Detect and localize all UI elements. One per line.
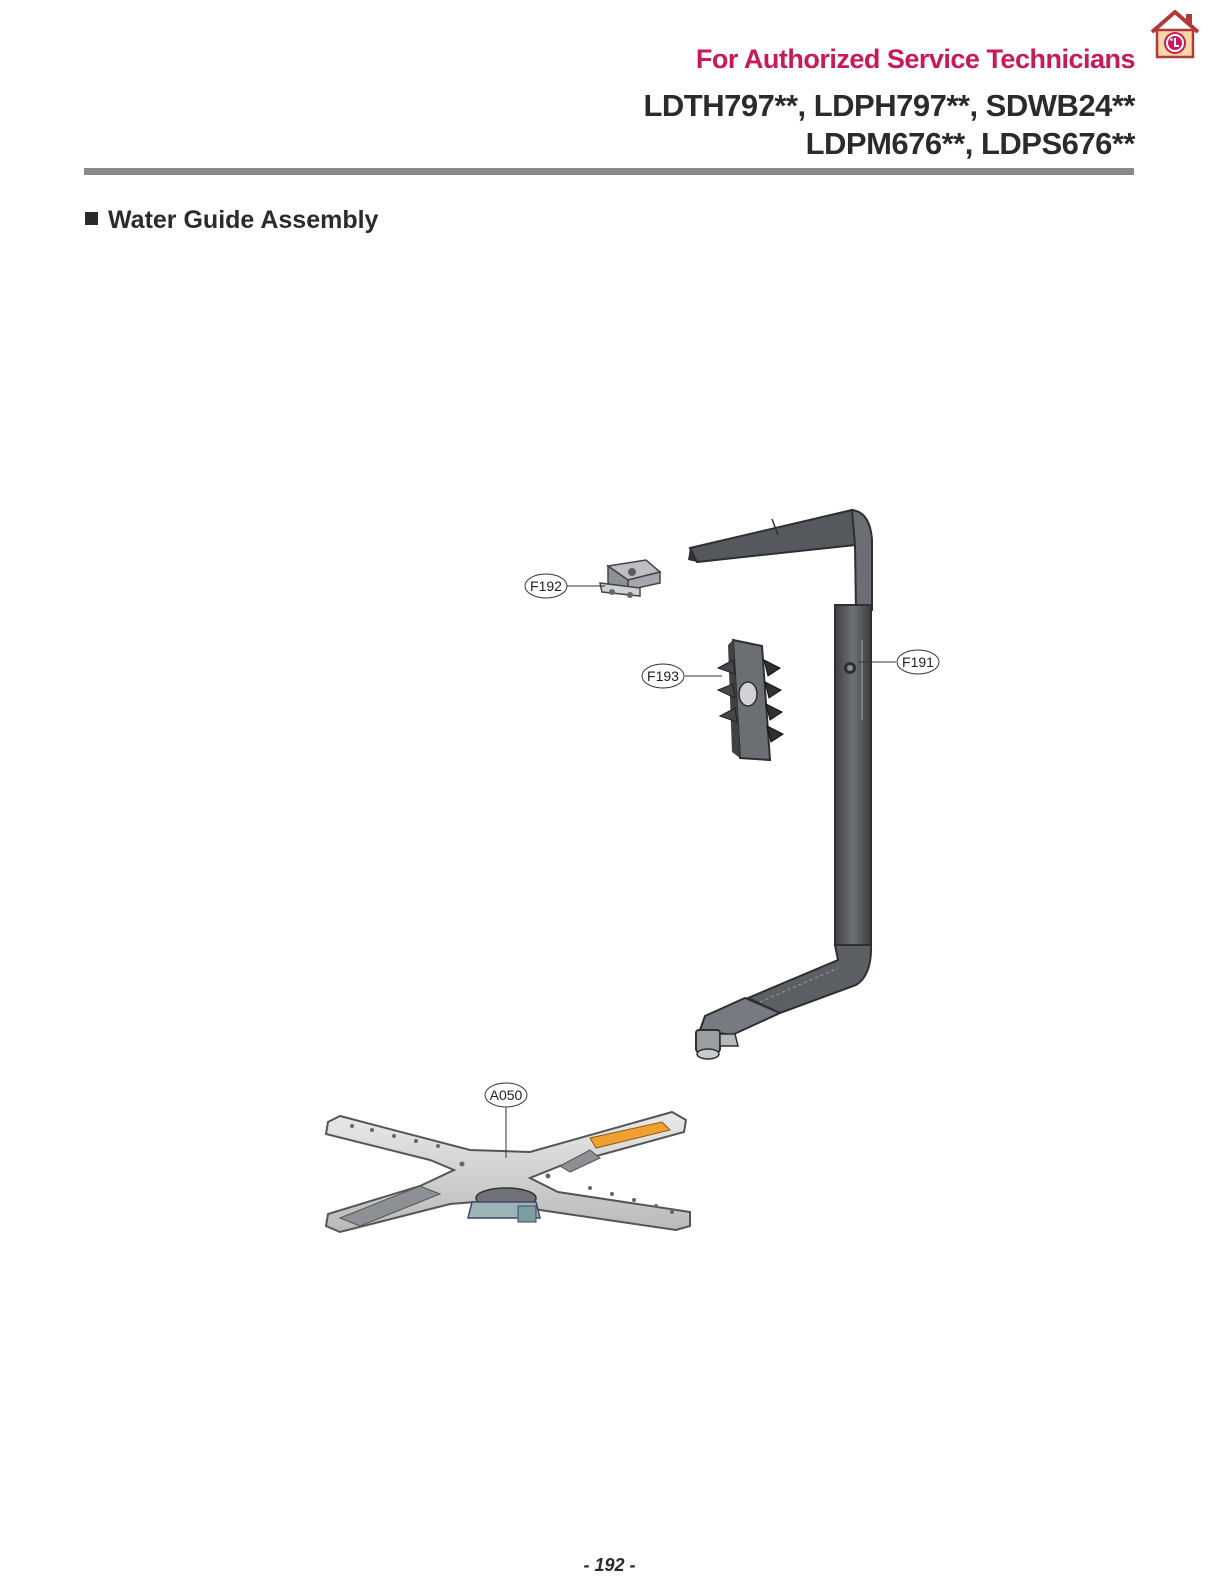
callout-f191: F191 xyxy=(902,654,934,670)
callout-f193: F193 xyxy=(647,668,679,684)
callout-f192: F192 xyxy=(530,578,562,594)
clip-part xyxy=(599,559,662,598)
authorized-heading: For Authorized Service Technicians xyxy=(695,44,1136,74)
callout-f191-bubble xyxy=(896,649,940,675)
spray-arm-assembly xyxy=(324,1110,691,1234)
model-list-line-2: LDPM676**, LDPS676** xyxy=(805,126,1136,161)
model-list-line-1: LDTH797**, LDPH797**, SDWB24** xyxy=(643,88,1135,123)
header-divider xyxy=(84,168,1134,175)
section-title-text: Water Guide Assembly xyxy=(108,206,379,234)
callout-f192-bubble xyxy=(524,573,568,599)
connector-part xyxy=(716,638,784,762)
section-title: Water Guide Assembly xyxy=(85,206,378,235)
lg-home-logo-icon xyxy=(1150,10,1200,59)
page-number: - 192 - xyxy=(583,1555,636,1575)
square-bullet-icon xyxy=(85,212,98,225)
callout-f193-bubble xyxy=(641,663,685,689)
callout-a050: A050 xyxy=(490,1087,523,1103)
callout-a050-bubble xyxy=(484,1082,528,1108)
water-guide-tube xyxy=(688,508,873,1060)
